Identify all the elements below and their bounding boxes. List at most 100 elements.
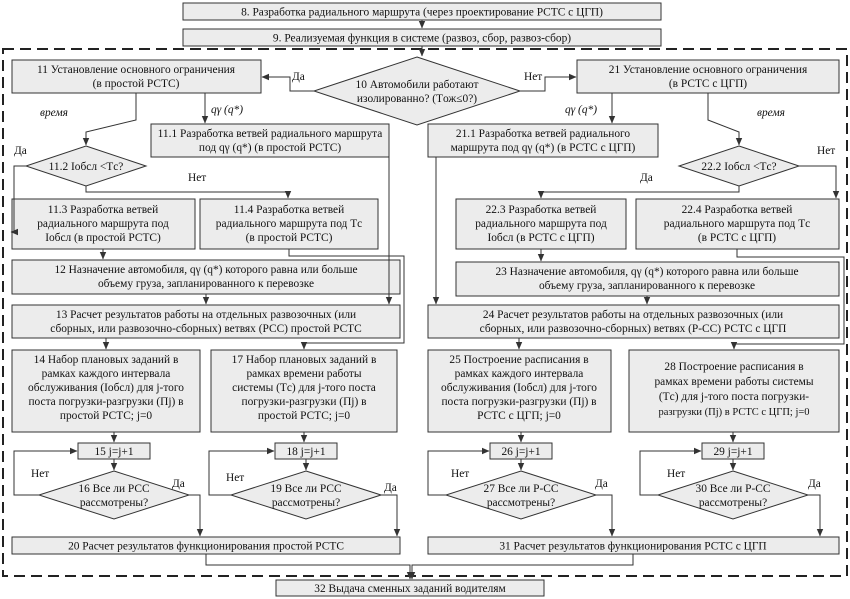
decision-19-text-2: рассмотрены? — [272, 497, 340, 509]
node-28-text-4: разгрузки (Пj) в РСТС с ЦГП; j=0 — [658, 407, 809, 418]
edge-16-yes-to-20 — [189, 494, 204, 537]
node-20-text: 20 Расчет результатов функционирования п… — [68, 541, 344, 553]
decision-10: 10 Автомобили работают изолированно? (Tо… — [312, 56, 522, 126]
decision-30-text-1: 30 Все ли Р-СС — [696, 483, 771, 495]
node-21-1-text-2: маршрута под qγ (q*) (в РСТС с ЦГП) — [451, 142, 636, 154]
node-14: 14 Набор плановых заданий в рамках каждо… — [11, 349, 201, 433]
node-23-text-1: 23 Назначение автомобиля, qγ (q*) которо… — [495, 266, 798, 278]
node-24: 24 Расчет результатов работы на отдельны… — [427, 304, 840, 339]
node-14-text-5: простой РСТС; j=0 — [60, 410, 153, 422]
node-26: 26 j=j+1 — [489, 442, 553, 460]
node-25-text-2: рамках каждого интервала — [455, 368, 584, 380]
node-9: 9. Реализуемая функция в системе (развоз… — [182, 28, 662, 47]
node-11-3-text-3: Iобсл (в простой РСТС) — [45, 232, 161, 244]
decision-27: 27 Все ли Р-СС рассмотрены? — [444, 470, 598, 520]
node-15-text: 15 j=j+1 — [94, 446, 133, 458]
edge-22-2-to-22-3-yes — [537, 186, 740, 199]
decision-10-text-1: 10 Автомобили работают — [356, 79, 479, 91]
edge-19-yes-to-20 — [381, 494, 401, 537]
decision-11-2-text: 11.2 Iобсл <Tс? — [49, 161, 124, 173]
label-27-no: Нет — [451, 468, 469, 480]
decision-22-2: 22.2 Iобсл <Tс? — [677, 145, 801, 187]
label-q-left: qγ (q*) — [211, 104, 243, 116]
node-11-3-text-1: 11.3 Разработка ветвей — [48, 204, 158, 216]
edge-10-to-21-no — [520, 73, 577, 92]
node-12-text-2: объему груза, запланированного к перевоз… — [98, 278, 314, 290]
node-17-text-1: 17 Набор плановых заданий в — [232, 354, 377, 366]
node-12-text-1: 12 Назначение автомобиля, qγ (q*) которо… — [54, 264, 357, 276]
node-11-text-2: (в простой РСТС) — [93, 78, 180, 90]
node-21-text-1: 21 Установление основного ограничения — [609, 64, 808, 76]
node-29: 29 j=j+1 — [701, 442, 765, 460]
edge-27-no-loop — [427, 447, 490, 496]
node-21: 21 Установление основного ограничения (в… — [576, 59, 840, 94]
node-11-1: 11.1 Разработка ветвей радиального маршр… — [150, 123, 390, 158]
label-19-no: Нет — [226, 472, 244, 484]
node-24-text-2: сборных, или развозочно-сборных) ветвях … — [480, 323, 787, 335]
label-22-2-no: Нет — [817, 145, 835, 157]
decision-10-text-2: изолированно? (Tож≤0?) — [357, 93, 477, 105]
node-21-1-text-1: 21.1 Разработка ветвей радиального — [456, 128, 631, 140]
dashed-boundary-frame — [2, 48, 848, 577]
node-28-text-3: (Tс) для j-того поста погрузки- — [659, 391, 809, 403]
node-13-text-1: 13 Расчет результатов работы на отдельны… — [56, 309, 356, 321]
node-29-text: 29 j=j+1 — [713, 446, 752, 458]
edge-16-no-loop — [13, 447, 78, 496]
node-13: 13 Расчет результатов работы на отдельны… — [11, 304, 401, 339]
edge-27-yes-to-31 — [596, 494, 616, 537]
label-30-yes: Да — [808, 478, 821, 490]
node-25: 25 Построение расписания в рамках каждог… — [427, 349, 612, 433]
edge-22-4-to-28 — [730, 249, 845, 350]
node-23-text-2: объему груза, запланированного к перевоз… — [539, 280, 755, 292]
node-17: 17 Набор плановых заданий в рамках време… — [210, 349, 398, 433]
node-23: 23 Назначение автомобиля, qγ (q*) которо… — [455, 261, 840, 297]
node-28-text-2: рамках времени работы системы — [654, 376, 813, 388]
node-17-text-5: простой РСТС; j=0 — [258, 410, 351, 422]
node-26-text: 26 j=j+1 — [501, 446, 540, 458]
node-22-3-text-1: 22.3 Разработка ветвей — [486, 204, 597, 216]
node-22-3-text-3: Iобсл (в РСТС с ЦГП) — [487, 232, 594, 244]
edge-10-to-11-yes — [261, 73, 314, 92]
edge-11-2-to-11-4-no — [85, 186, 292, 199]
node-22-4-text-1: 22.4 Разработка ветвей — [682, 204, 793, 216]
edge-30-yes-to-31 — [808, 494, 824, 537]
node-15: 15 j=j+1 — [77, 442, 151, 460]
node-11-1-text-1: 11.1 Разработка ветвей радиального маршр… — [158, 128, 383, 140]
node-21-text-2: (в РСТС с ЦГП) — [669, 78, 747, 90]
node-14-text-3: обслуживания (Iобсл) для j-того — [28, 382, 184, 394]
node-22-3-text-2: радиального маршрута под — [475, 218, 607, 230]
label-27-yes: Да — [595, 478, 608, 490]
node-8: 8. Разработка радиального маршрута (чере… — [182, 2, 662, 21]
node-11-3: 11.3 Разработка ветвей радиального маршр… — [11, 198, 196, 250]
decision-27-text-1: 27 Все ли Р-СС — [484, 483, 559, 495]
node-11-4-text-3: (в простой РСТС) — [246, 232, 333, 244]
node-32-text: 32 Выдача сменных заданий водителям — [314, 583, 506, 595]
node-25-text-4: поста погрузки-разгрузки (Пj) в — [441, 396, 596, 408]
decision-30: 30 Все ли Р-СС рассмотрены? — [656, 470, 810, 520]
decision-19: 19 Все ли РСС рассмотрены? — [229, 470, 383, 520]
label-30-no: Нет — [667, 468, 685, 480]
edge-21-to-22-2 — [707, 93, 743, 146]
node-25-text-3: обслуживания (Iобсл) для j-того — [441, 382, 597, 394]
node-11-4: 11.4 Разработка ветвей радиального маршр… — [199, 198, 379, 250]
edge-11-to-11-2 — [82, 93, 137, 146]
decision-19-text-1: 19 Все ли РСС — [270, 483, 341, 495]
label-q-right: qγ (q*) — [565, 104, 597, 116]
edge-22-2-to-22-4-no — [799, 165, 840, 199]
decision-16-text-2: рассмотрены? — [80, 497, 148, 509]
edge-11-2-to-11-3-yes — [10, 165, 26, 236]
label-time-left: время — [40, 107, 68, 119]
node-11-4-text-1: 11.4 Разработка ветвей — [234, 204, 344, 216]
node-24-text-1: 24 Расчет результатов работы на отдельны… — [483, 309, 783, 321]
node-13-text-2: сборных, или развозочно-сборных) ветвях … — [50, 323, 361, 335]
node-11-text-1: 11 Установление основного ограничения — [37, 64, 236, 76]
edge-30-no-loop — [639, 447, 702, 496]
node-11-4-text-2: радиального маршрута под Tс — [216, 218, 362, 230]
node-22-4: 22.4 Разработка ветвей радиального маршр… — [635, 198, 840, 250]
edge-11-4-to-17 — [288, 249, 405, 350]
node-12: 12 Назначение автомобиля, qγ (q*) которо… — [11, 259, 401, 295]
node-17-text-3: системы (Tс) для j-того поста — [232, 382, 376, 394]
label-16-yes: Да — [172, 478, 185, 490]
label-10-yes: Да — [292, 71, 305, 83]
